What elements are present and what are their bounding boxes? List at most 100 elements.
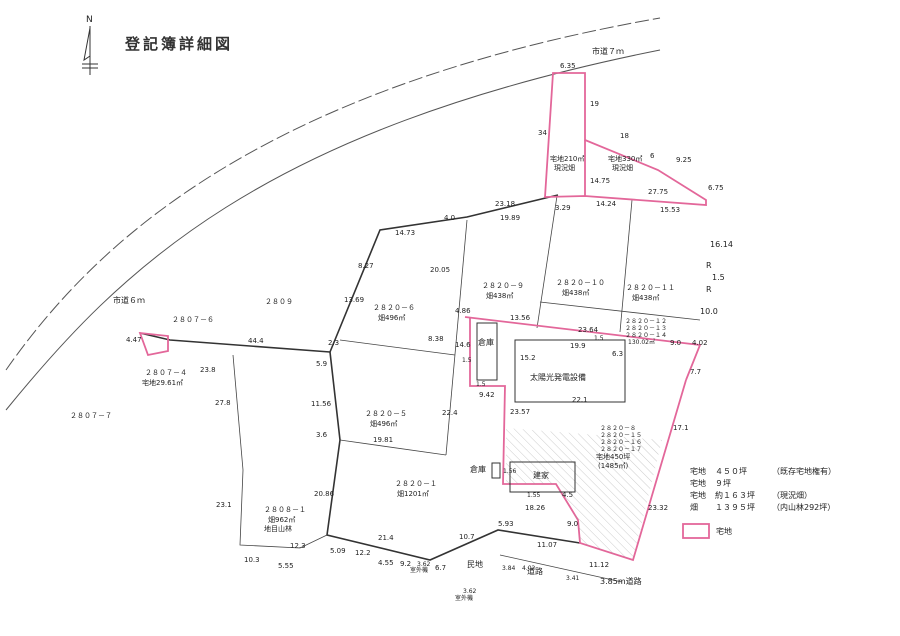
label-parcels-p2820_6: ２８２０－６ xyxy=(373,304,415,312)
label-dimensions-d341: 3.41 xyxy=(566,575,580,582)
label-parcels-p2820_6_area: 畑496㎡ xyxy=(378,314,405,322)
house-building xyxy=(509,461,576,493)
label-parcels-p2808_1_area: 畑962㎡ xyxy=(268,516,295,524)
label-parcels-p2820_1: ２８２０－１ xyxy=(395,480,437,488)
label-dimensions-d827: 8.27 xyxy=(358,262,374,270)
label-dimensions-d635: 6.35 xyxy=(560,62,576,70)
label-dimensions-d67: 6.7 xyxy=(435,564,446,572)
label-dimensions-d1356: 13.56 xyxy=(510,314,531,322)
label-dimensions-d152: 15.2 xyxy=(520,354,536,362)
label-dimensions-d925: 9.25 xyxy=(676,156,692,164)
label-parcels-main_2: ２８２０－１５ xyxy=(600,432,642,439)
label-parcels-p2807_4: ２８０７－４ xyxy=(145,369,187,377)
label-dimensions-d675: 6.75 xyxy=(708,184,724,192)
label-dimensions-d36: 3.6 xyxy=(316,431,328,439)
label-parcels-p2820_11_area: 畑438㎡ xyxy=(632,294,659,302)
page-title: 登記簿詳細図 xyxy=(124,35,233,53)
label-dimensions-d444: 44.4 xyxy=(248,337,264,345)
label-dimensions-d1981: 19.81 xyxy=(373,436,393,444)
label-dimensions-d278: 27.8 xyxy=(215,399,231,407)
road-label-6m: 市道６ｍ xyxy=(113,295,145,305)
label-dimensions-d486: 4.86 xyxy=(455,307,471,315)
label-parcels-p2807_4_area: 宅地29.61㎡ xyxy=(142,378,183,387)
label-dimensions-d2775: 27.75 xyxy=(648,188,668,196)
label-parcels-p_multi_2: ２８２０－１３ xyxy=(625,325,667,332)
label-dimensions-d2357: 23.57 xyxy=(510,408,530,416)
solar-facility xyxy=(514,339,626,403)
label-dimensions-d362a: 3.62 xyxy=(417,561,431,568)
storage-label-2: 倉庫 xyxy=(470,464,486,474)
label-dimensions-d19: 19 xyxy=(590,100,599,108)
label-summary-1-v: ９坪 xyxy=(715,479,731,488)
north-arrow-icon xyxy=(82,26,98,75)
residential-boundaries xyxy=(138,72,707,562)
label-dimensions-d238: 23.8 xyxy=(200,366,216,374)
label-parcels-main_area_a: 宅地450坪 xyxy=(596,452,630,461)
label-dimensions-d103: 10.3 xyxy=(244,556,260,564)
label-dimensions-d1107: 11.07 xyxy=(537,541,557,549)
label-dimensions-d509: 5.09 xyxy=(330,547,346,555)
label-dimensions-d40: 4.0 xyxy=(444,214,455,222)
label-dimensions-d1475: 14.75 xyxy=(590,177,610,185)
label-parcels-main_1: ２８２０－８ xyxy=(600,425,636,432)
label-dimensions-lbl_a: 室外機 xyxy=(410,566,428,574)
label-dimensions-d2332: 23.32 xyxy=(648,504,668,512)
label-parcels-p2820_5_area: 畑496㎡ xyxy=(370,420,397,428)
parcel-labels: ２８０９ ２８０７－６ ２８０７－７ ２８０７－４ 宅地29.61㎡ ２８２０－… xyxy=(70,154,675,533)
label-dimensions-d34: 34 xyxy=(538,129,547,137)
label-summary-1-k: 宅地 xyxy=(690,478,706,488)
road-label-7m: 市道７ｍ xyxy=(592,46,624,56)
road-label: 道路 xyxy=(527,566,543,576)
label-parcels-main_area_b: (1485㎡) xyxy=(598,462,629,470)
label-dimensions-d90: 9.0 xyxy=(670,339,681,347)
label-dimensions-d1553: 15.53 xyxy=(660,206,680,214)
label-parcels-p2820_5: ２８２０－５ xyxy=(365,410,407,418)
label-dimensions-d90b: 9.0 xyxy=(567,520,578,528)
label-parcels-p_multi_3: ２８２０－１４ xyxy=(625,332,667,339)
label-dimensions-d384: 3.84 xyxy=(502,565,516,572)
label-dimensions-d555: 5.55 xyxy=(278,562,294,570)
label-parcels-res210_a: 宅地210㎡ xyxy=(550,154,584,163)
label-dimensions-d155: 1.55 xyxy=(527,492,541,499)
label-dimensions-d1826: 18.26 xyxy=(525,504,546,512)
label-dimensions-d447: 4.47 xyxy=(126,336,142,344)
label-parcels-res210_b: 現況畑 xyxy=(554,163,575,172)
label-dimensions-d15: 1.5 xyxy=(712,273,725,282)
north-label: N xyxy=(86,15,93,25)
label-dimensions-d214: 21.4 xyxy=(378,534,394,542)
label-parcels-p_multi_area: 130.02㎡ xyxy=(628,338,655,346)
label-dimensions-d593: 5.93 xyxy=(498,520,514,528)
label-parcels-p2808_1: ２８０８－１ xyxy=(264,506,306,514)
label-dimensions-d100: 10.0 xyxy=(700,307,718,316)
label-dimensions-d199: 19.9 xyxy=(570,342,586,350)
label-dimensions-d45: 4.5 xyxy=(562,491,573,499)
road-curve-inner xyxy=(5,49,661,411)
label-dimensions-d362b: 3.62 xyxy=(463,588,477,595)
label-dimensions-d107: 10.7 xyxy=(459,533,475,541)
label-dimensions-d1473: 14.73 xyxy=(395,229,415,237)
label-dimensions-d18: 18 xyxy=(620,132,629,140)
label-dimensions-d123: 12.3 xyxy=(290,542,306,550)
label-dimensions-d224: 22.4 xyxy=(442,409,458,417)
label-dimensions-d15b: 1.5 xyxy=(594,335,604,342)
label-parcels-p2820_1_area: 畑1201㎡ xyxy=(397,490,429,498)
label-dimensions-d1369: 13.69 xyxy=(344,296,364,304)
label-parcels-p2820_10: ２８２０－１０ xyxy=(556,279,605,287)
label-dimensions-d146: 14.6 xyxy=(455,341,471,349)
label-summary-0-n: （既存宅地権有） xyxy=(772,466,836,476)
label-dimensions-d2005: 20.05 xyxy=(430,266,450,274)
label-dimensions-d1156: 11.56 xyxy=(311,400,332,408)
dimension-labels: 6.35 19 34 18 6 9.25 6.75 14.75 27.75 23… xyxy=(126,62,733,602)
label-dimensions-dR1: R xyxy=(706,261,712,270)
road-curve-outer xyxy=(5,17,661,371)
label-dimensions-d402: 4.02 xyxy=(692,339,708,347)
label-dimensions-d455: 4.55 xyxy=(378,559,394,567)
legend-swatch xyxy=(682,523,710,539)
label-parcels-p2808_1_note: 地目山林 xyxy=(264,524,292,533)
label-parcels-p2820_9_area: 畑438㎡ xyxy=(486,292,513,300)
label-dimensions-d6: 6 xyxy=(650,152,655,160)
storage-building-2 xyxy=(491,462,501,479)
label-dimensions-dR2: R xyxy=(706,285,712,294)
label-parcels-p_multi_1: ２８２０－１２ xyxy=(625,318,667,325)
